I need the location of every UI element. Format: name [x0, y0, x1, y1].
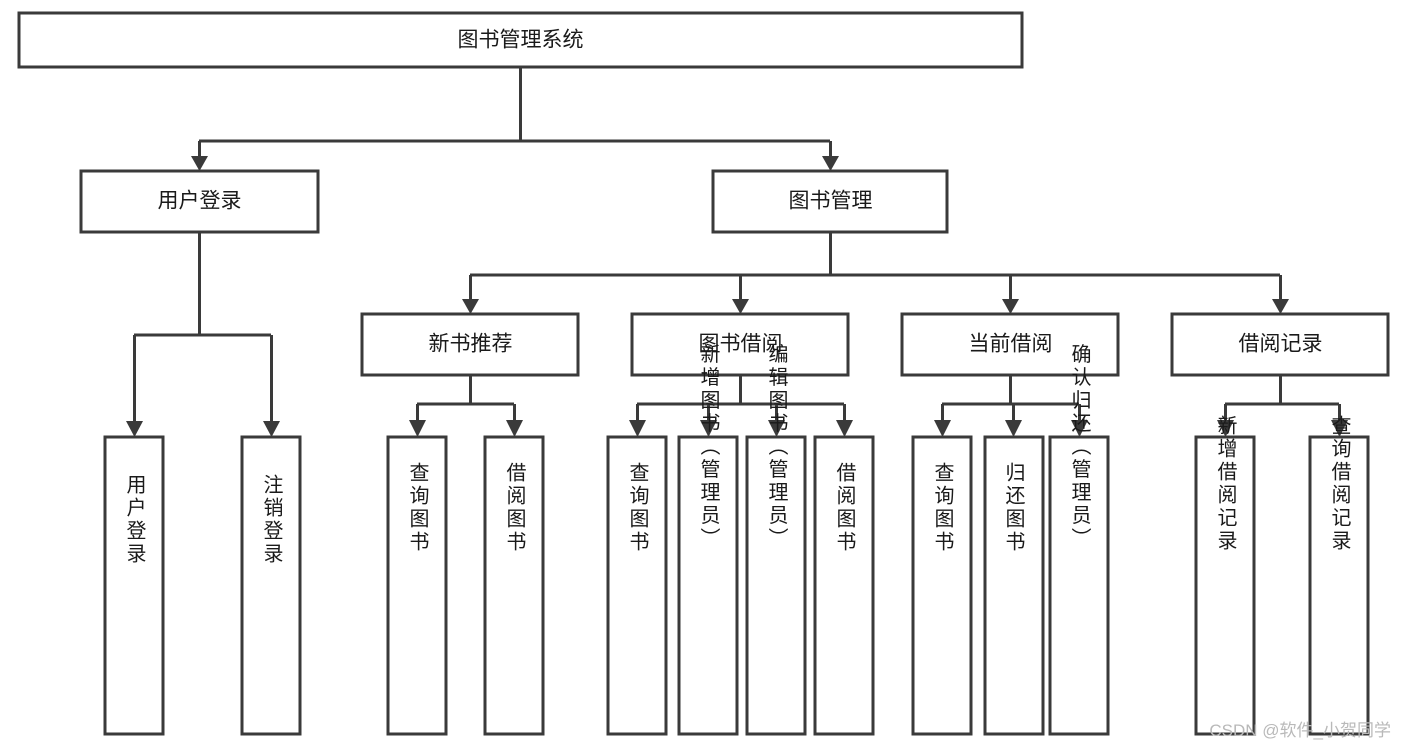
arrow-head-leaf-user-login — [126, 421, 143, 437]
arrow-head-leaf-borrow-book — [836, 420, 853, 437]
node-leaf-return-book[interactable]: 归还图书 — [983, 435, 1045, 736]
node-new-book-recommend-label: 新书推荐 — [429, 333, 513, 356]
node-leaf-user-login-box[interactable] — [103, 435, 165, 736]
node-current-borrow-label: 当前借阅 — [969, 333, 1053, 356]
node-book-manage-label: 图书管理 — [789, 190, 873, 213]
node-root[interactable]: 图书管理系统 — [17, 11, 1024, 69]
node-root-box[interactable] — [17, 11, 1024, 69]
arrow-head-leaf-confirm-return — [1071, 420, 1088, 437]
node-new-book-recommend-box[interactable] — [360, 312, 580, 377]
node-leaf-query-book-cur[interactable]: 查询图书 — [911, 435, 973, 736]
arrow-head-leaf-return-book — [1005, 420, 1022, 437]
node-book-borrow-box[interactable] — [630, 312, 850, 377]
node-leaf-user-login[interactable]: 用户登录 — [103, 435, 165, 736]
node-leaf-edit-book[interactable]: 编辑图书（管理员） — [745, 343, 807, 736]
node-leaf-query-borrow-record-label: 查询借阅记录 — [1328, 415, 1351, 553]
node-leaf-add-book-label: 新增图书（管理员） — [697, 343, 720, 550]
node-leaf-query-book-rec[interactable]: 查询图书 — [386, 435, 448, 736]
node-leaf-query-book-borrow[interactable]: 查询图书 — [606, 435, 668, 736]
node-book-manage[interactable]: 图书管理 — [711, 169, 949, 234]
arrow-head-current-borrow — [1002, 299, 1019, 314]
node-leaf-edit-book-box[interactable] — [745, 435, 807, 736]
arrow-head-leaf-query-borrow-record — [1331, 420, 1348, 437]
arrow-head-leaf-borrow-book-rec — [506, 420, 523, 437]
arrow-head-borrow-record — [1272, 299, 1289, 314]
node-leaf-confirm-return[interactable]: 确认归还（管理员） — [1048, 343, 1110, 736]
arrow-head-leaf-add-book — [700, 420, 717, 437]
node-leaf-user-logout[interactable]: 注销登录 — [240, 435, 302, 736]
node-leaf-confirm-return-label: 确认归还（管理员） — [1068, 343, 1091, 550]
node-borrow-record[interactable]: 借阅记录 — [1170, 312, 1390, 377]
node-borrow-record-label: 借阅记录 — [1239, 333, 1323, 356]
node-leaf-add-borrow-record-label: 新增借阅记录 — [1214, 415, 1237, 553]
node-leaf-borrow-book-rec[interactable]: 借阅图书 — [483, 435, 545, 736]
connector-layer — [126, 67, 1348, 437]
arrow-head-leaf-query-book-borrow — [629, 420, 646, 437]
node-leaf-confirm-return-box[interactable] — [1048, 435, 1110, 736]
node-leaf-add-book[interactable]: 新增图书（管理员） — [677, 343, 739, 736]
node-root-label: 图书管理系统 — [458, 29, 584, 52]
arrow-head-leaf-query-book-rec — [409, 420, 426, 437]
arrow-head-new-book-recommend — [462, 299, 479, 314]
node-leaf-query-book-rec-box[interactable] — [386, 435, 448, 736]
node-leaf-add-borrow-record-box[interactable] — [1194, 435, 1256, 736]
node-leaf-user-logout-box[interactable] — [240, 435, 302, 736]
node-leaf-query-book-rec-label: 查询图书 — [406, 462, 429, 554]
node-leaf-borrow-book-rec-box[interactable] — [483, 435, 545, 736]
node-book-manage-box[interactable] — [711, 169, 949, 234]
node-borrow-record-box[interactable] — [1170, 312, 1390, 377]
node-leaf-return-book-box[interactable] — [983, 435, 1045, 736]
arrow-head-leaf-add-borrow-record — [1217, 420, 1234, 437]
node-current-borrow-box[interactable] — [900, 312, 1120, 377]
node-leaf-query-borrow-record[interactable]: 查询借阅记录 — [1308, 415, 1370, 736]
node-current-borrow[interactable]: 当前借阅 — [900, 312, 1120, 377]
node-leaf-query-book-cur-label: 查询图书 — [931, 462, 954, 554]
node-leaf-add-book-box[interactable] — [677, 435, 739, 736]
node-user-login-label: 用户登录 — [158, 190, 242, 213]
node-leaf-query-book-cur-box[interactable] — [911, 435, 973, 736]
node-new-book-recommend[interactable]: 新书推荐 — [360, 312, 580, 377]
arrow-head-book-manage — [822, 156, 839, 171]
node-leaf-user-login-label: 用户登录 — [123, 474, 146, 566]
node-leaf-borrow-book-rec-label: 借阅图书 — [503, 462, 526, 554]
node-leaf-return-book-label: 归还图书 — [1002, 462, 1025, 554]
node-user-login[interactable]: 用户登录 — [79, 169, 320, 234]
arrow-head-book-borrow — [732, 299, 749, 314]
node-leaf-user-logout-label: 注销登录 — [260, 474, 283, 566]
arrow-head-user-login — [191, 156, 208, 171]
node-leaf-query-book-borrow-label: 查询图书 — [626, 462, 649, 554]
node-leaf-borrow-book-box[interactable] — [813, 435, 875, 736]
arrow-head-leaf-query-book-cur — [934, 420, 951, 437]
arrow-head-leaf-edit-book — [768, 420, 785, 437]
node-leaf-borrow-book-label: 借阅图书 — [833, 462, 856, 554]
node-user-login-box[interactable] — [79, 169, 320, 234]
node-book-borrow[interactable]: 图书借阅 — [630, 312, 850, 377]
node-leaf-edit-book-label: 编辑图书（管理员） — [765, 343, 788, 550]
node-book-borrow-label: 图书借阅 — [699, 333, 783, 356]
arrow-head-leaf-user-logout — [263, 421, 280, 437]
node-leaf-query-book-borrow-box[interactable] — [606, 435, 668, 736]
node-leaf-query-borrow-record-box[interactable] — [1308, 435, 1370, 736]
node-leaf-borrow-book[interactable]: 借阅图书 — [813, 435, 875, 736]
node-leaf-add-borrow-record[interactable]: 新增借阅记录 — [1194, 415, 1256, 736]
